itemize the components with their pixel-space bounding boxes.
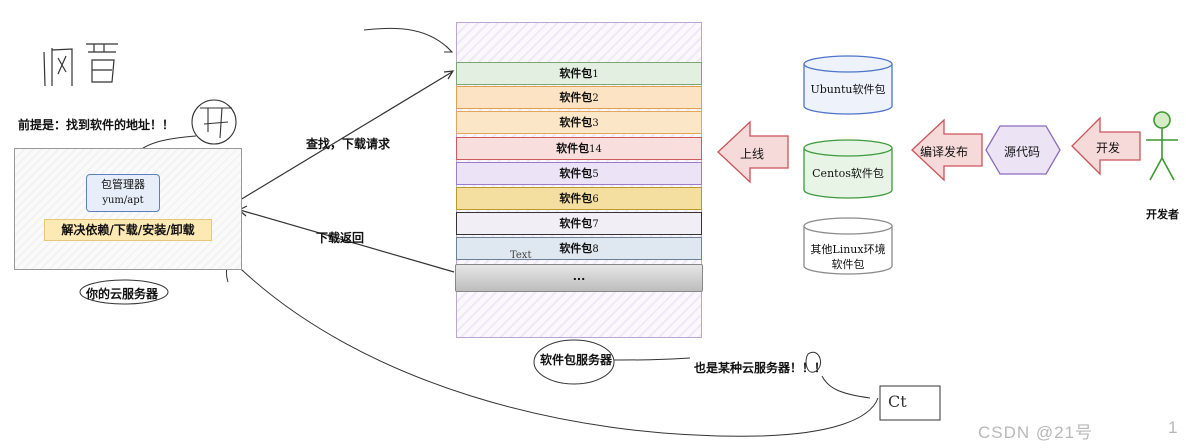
compile-publish-label: 编译发布 <box>920 145 969 159</box>
package-row-number: 2 <box>592 93 599 104</box>
package-manager-title: 包管理器 <box>101 178 145 191</box>
handwritten-title: 内置 <box>40 40 130 90</box>
package-row: 软件包7 <box>456 212 702 235</box>
package-row-number: 7 <box>592 219 599 230</box>
rack-text-note: Text <box>510 250 532 261</box>
ubuntu-pkg: 软件包 <box>852 83 886 96</box>
develop-label: 开发 <box>1096 141 1121 155</box>
package-row: 软件包3 <box>456 111 702 134</box>
package-row-number: 6 <box>592 194 599 205</box>
package-row-number: 14 <box>589 144 602 155</box>
request-arrow-label: 查找，下载请求 <box>306 137 391 151</box>
return-arrow-label: 下载返回 <box>316 231 365 245</box>
package-server-caption: 软件包服务器 <box>540 353 613 367</box>
package-row: 软件包8 <box>456 237 702 260</box>
package-row: 软件包5 <box>456 162 702 185</box>
also-curve <box>821 375 871 399</box>
package-row-number: 1 <box>592 69 599 80</box>
package-manager-tools: yum/apt <box>102 195 144 206</box>
caption-connector <box>613 357 691 361</box>
package-more-row: ... <box>455 264 703 292</box>
package-row-label: 软件包 <box>559 67 593 80</box>
package-row-number: 3 <box>592 118 599 129</box>
source-code-label: 源代码 <box>1004 145 1041 159</box>
watermark: CSDN @21号 <box>978 423 1094 442</box>
package-row: 软件包14 <box>456 137 702 160</box>
developer-label: 开发者 <box>1146 208 1179 221</box>
other-linux: Linux <box>832 243 864 256</box>
also-cloud-server-note: 也是某种云服务器！！！ <box>694 361 827 375</box>
package-row: 软件包2 <box>456 86 702 109</box>
centos-name: Centos <box>812 167 851 180</box>
centos-pkg: 软件包 <box>850 167 884 180</box>
cloud-server-caption: 你的云服务器 <box>86 287 159 301</box>
other-prefix: 其他 <box>810 243 833 256</box>
package-row-label: 软件包 <box>559 217 593 230</box>
package-row-label: 软件包 <box>559 116 593 129</box>
package-row-label: 软件包 <box>559 91 593 104</box>
page-number: 1 <box>1168 418 1178 437</box>
package-row-label: 软件包 <box>559 167 593 180</box>
premise-scribble <box>191 99 237 145</box>
top-curve-arrow <box>363 27 453 53</box>
operations-bar: 解决依赖/下载/安装/卸载 <box>44 219 212 241</box>
ubuntu-name: Ubuntu <box>810 83 853 96</box>
package-row-number: 5 <box>592 169 599 180</box>
package-manager-box: 包管理器 yum/apt <box>86 174 160 212</box>
package-row-number: 8 <box>592 244 599 255</box>
package-row-label: 软件包 <box>559 242 593 255</box>
other-pkg: 软件包 <box>831 258 865 271</box>
package-row: 软件包1 <box>456 62 702 85</box>
other-env: 环境 <box>863 243 886 256</box>
premise-text: 前提是：找到软件的地址！！ <box>18 118 175 132</box>
package-row: 软件包6 <box>456 187 702 210</box>
package-row-label: 软件包 <box>556 142 590 155</box>
online-label: 上线 <box>740 147 765 161</box>
package-row-label: 软件包 <box>559 192 593 205</box>
developer-figure <box>1146 111 1178 181</box>
bottom-handwriting: Ct <box>888 392 907 411</box>
